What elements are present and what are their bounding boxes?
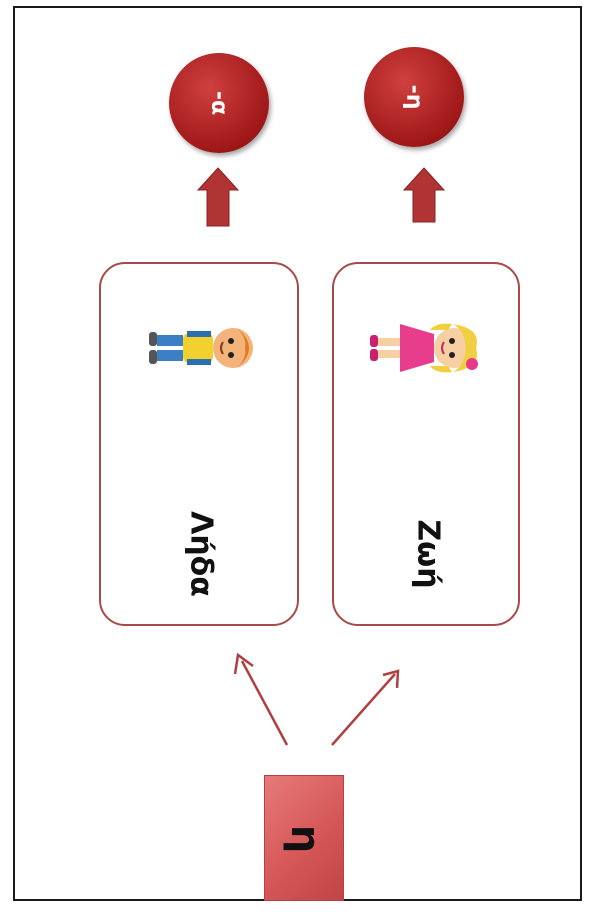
name-card-leda: Λήδα [99,262,299,626]
up-arrow-a [196,167,240,227]
diagonal-arrow-head-leda [233,652,254,675]
up-arrow-h [402,167,446,223]
diagonal-arrow-head-zoi [382,669,400,689]
diagonal-arrow-to-zoi [331,673,396,746]
name-leda: Λήδα [183,511,219,597]
diagonal-arrow-to-leda [240,660,289,746]
article-label: η [282,824,328,854]
ending-circle-h: -η [364,47,464,147]
article-box: η [264,775,344,901]
name-card-zoi: Ζωή [332,262,520,626]
ending-circle-a: -α [169,53,269,153]
girl-figure [370,323,478,373]
boy-figure [149,328,253,368]
name-zoi: Ζωή [410,519,446,589]
